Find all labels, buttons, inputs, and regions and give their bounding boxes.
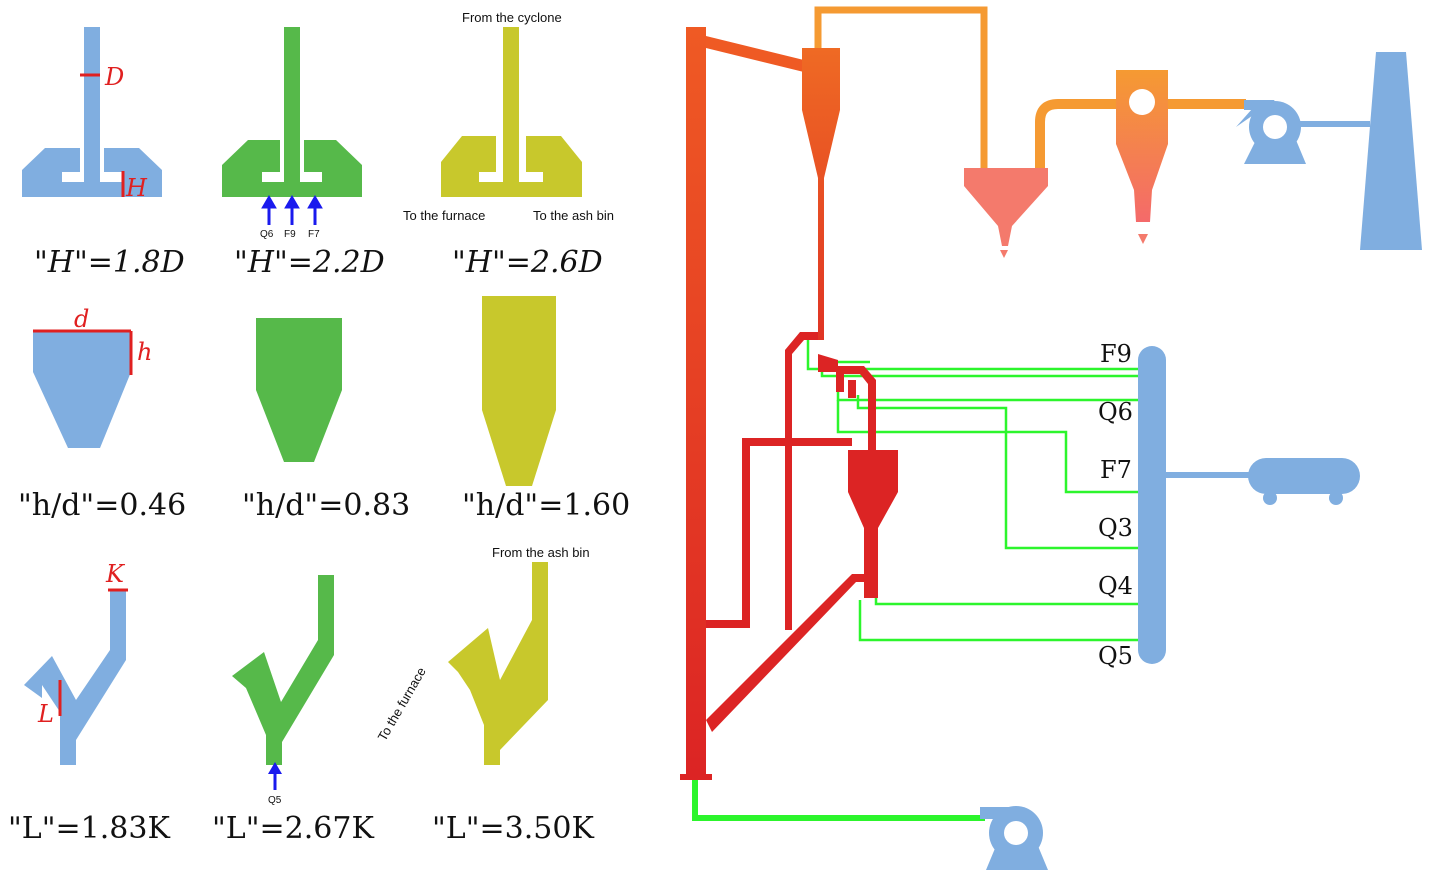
air-header <box>1138 346 1252 664</box>
port-q4: Q4 <box>1098 572 1133 600</box>
caption-row2-col1: "h/d"=0.46 <box>18 488 186 523</box>
caption-row3-col1: "L"=1.83K <box>8 811 170 846</box>
compressor-icon <box>1248 458 1360 505</box>
arrow-label-q6: Q6 <box>260 229 274 240</box>
hopper-green <box>256 318 342 462</box>
caption-row1-col1: "H"=1.8D <box>34 245 185 280</box>
caption-row1-col3: "H"=2.6D <box>452 245 603 280</box>
label-d-upper: D <box>104 63 124 91</box>
caption-row3-col2: "L"=2.67K <box>212 811 374 846</box>
arrow-label-f7: F7 <box>308 229 320 240</box>
primary-air-pipe <box>692 780 985 821</box>
label-d-lower: d <box>74 305 89 333</box>
loop-seal-blue <box>22 27 162 197</box>
port-q5: Q5 <box>1098 642 1133 670</box>
label-to-ash-bin: To the ash bin <box>533 208 614 223</box>
caption-row1-col2: "H"=2.2D <box>234 245 385 280</box>
arrow-label-q5: Q5 <box>268 795 282 806</box>
label-to-furnace: To the furnace <box>403 208 485 223</box>
port-f7: F7 <box>1100 456 1132 484</box>
hopper-olive <box>482 296 556 486</box>
caption-row2-col2: "h/d"=0.83 <box>242 488 410 523</box>
return-leg-blue <box>24 588 128 765</box>
settling-chamber <box>964 150 1048 258</box>
return-leg-green <box>232 575 334 790</box>
label-l: L <box>37 700 54 728</box>
separator <box>1116 70 1168 244</box>
duct-1 <box>1035 99 1118 168</box>
label-from-ash-bin: From the ash bin <box>492 545 590 560</box>
label-to-furnace-rotated: To the furnace <box>375 665 429 744</box>
label-h-lower: h <box>137 338 152 366</box>
hopper-blue <box>33 329 133 448</box>
port-f9: F9 <box>1100 340 1132 368</box>
arrow-icon <box>268 762 282 790</box>
return-leg-olive <box>448 562 548 765</box>
label-from-cyclone: From the cyclone <box>462 10 562 25</box>
loop-seal-green <box>222 27 362 225</box>
return-network <box>706 332 876 732</box>
label-k: K <box>105 560 126 588</box>
port-q3: Q3 <box>1098 514 1133 542</box>
caption-row2-col3: "h/d"=1.60 <box>462 488 630 523</box>
ash-bin-cyclone <box>848 450 898 598</box>
chimney-icon <box>1360 52 1422 250</box>
arrow-label-f9: F9 <box>284 229 296 240</box>
port-q6: Q6 <box>1098 398 1133 426</box>
fan-icon <box>980 806 1048 870</box>
loop-seal-olive <box>441 27 582 197</box>
fan-icon <box>1236 100 1306 164</box>
arrow-icon <box>261 195 323 225</box>
riser-furnace <box>680 27 812 780</box>
caption-row3-col3: "L"=3.50K <box>432 811 594 846</box>
label-h-upper: H <box>125 174 148 202</box>
cyclone-main <box>802 6 988 340</box>
